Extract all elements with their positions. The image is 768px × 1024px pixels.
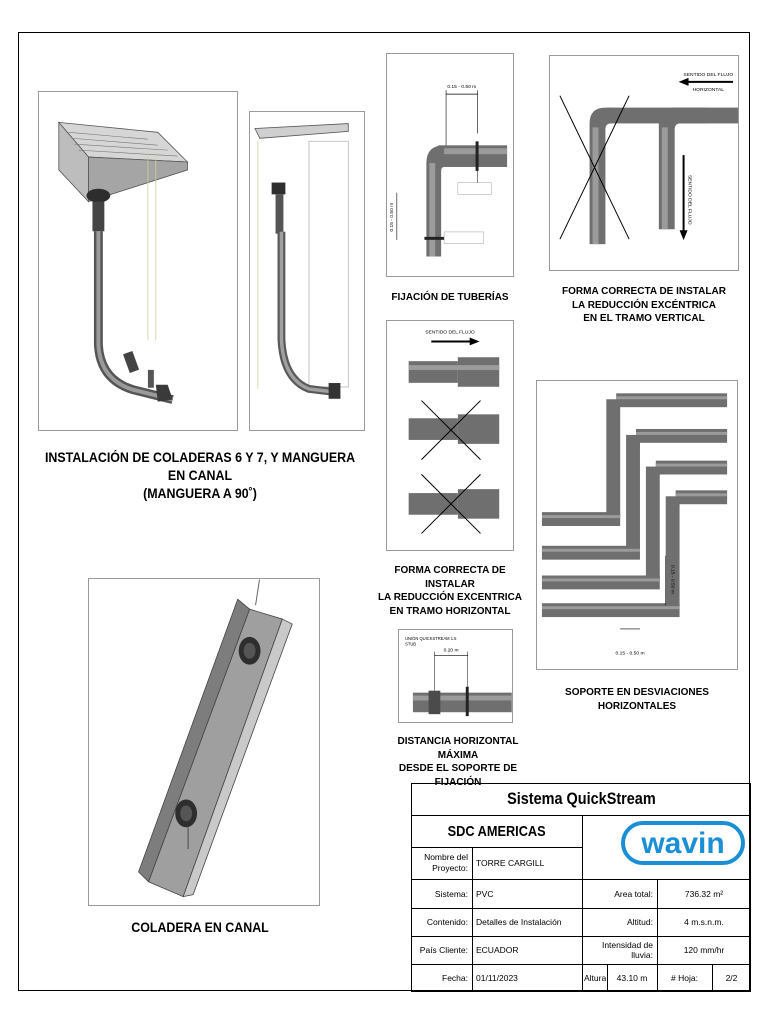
drawing-sheet-border <box>18 32 750 991</box>
sistema-value: PVC <box>476 888 494 899</box>
caption-soporte-desviaciones: SOPORTE EN DESVIACIONES HORIZONTALES <box>565 687 709 712</box>
area-label: Area total: <box>614 888 653 899</box>
project-label: Nombre del Proyecto: <box>424 852 468 873</box>
distancia-dim: 0.20 m <box>444 648 459 654</box>
altitud-value: 4 m.s.n.m. <box>684 917 724 927</box>
pais-value: ECUADOR <box>476 945 519 955</box>
title-block-divider <box>411 815 751 816</box>
wavin-logo-text: wavin <box>640 827 724 860</box>
lluvia-value: 120 mm/hr <box>683 945 725 955</box>
fecha-label: Fecha: <box>442 973 468 983</box>
wavin-logo: wavin <box>621 821 745 865</box>
altura-value: 43.10 m <box>616 973 648 983</box>
label-sentido-flujo: SENTIDO DEL FLUJO <box>425 330 475 336</box>
fecha-value: 01/11/2023 <box>476 973 518 983</box>
desviacion-dim-bottom: 0.15 - 0.50 m <box>616 651 645 657</box>
svg-text:STUB: STUB <box>405 642 416 647</box>
label-sentido-flujo-vertical: SENTIDO DEL FLUJO <box>687 175 693 225</box>
caption-fijacion-tuberias: FIJACIÓN DE TUBERÍAS <box>391 292 509 303</box>
drawing-coladera-manguera-iso <box>38 91 238 431</box>
drawing-distancia-horizontal: UNIÓN QUICKSTREAM 1.5 STUB 0.20 m <box>398 629 513 723</box>
contenido-value: Detalles de Instalación <box>476 917 562 927</box>
drawing-coladera-canal <box>88 578 320 906</box>
pais-label: País Cliente: <box>419 945 468 955</box>
drawing-reduccion-horizontal: SENTIDO DEL FLUJO <box>386 320 514 551</box>
fijacion-dim-top: 0.15 - 0.50 m <box>447 84 476 90</box>
label-sentido-flujo-horizontal: SENTIDO DEL FLUJO <box>683 72 733 78</box>
altitud-label: Altitud: <box>627 917 653 927</box>
system-title: Sistema QuickStream <box>506 789 656 808</box>
caption-reduccion-horizontal: FORMA CORRECTA DE INSTALAR LA REDUCCIÓN … <box>377 565 523 617</box>
caption-instalacion-coladeras: INSTALACIÓN DE COLADERAS 6 Y 7, Y MANGUE… <box>44 450 356 502</box>
drawing-fijacion-tuberias: 0.15 - 0.50 m 0.15 - 0.50 m <box>386 53 514 277</box>
altura-label: Altura: <box>584 973 609 983</box>
project-value: TORRE CARGILL <box>476 858 545 868</box>
label-union-quickstream: UNIÓN QUICKSTREAM 1.5 <box>405 636 457 641</box>
area-value: 736.32 m² <box>684 888 724 899</box>
fijacion-dim-side: 0.15 - 0.50 m <box>389 203 395 232</box>
contenido-label: Contenido: <box>426 917 468 927</box>
lluvia-label: Intensidad de lluvia: <box>601 940 653 960</box>
drawing-reduccion-vertical: SENTIDO DEL FLUJO HORIZONTAL SENTIDO DEL… <box>549 55 739 271</box>
sistema-label: Sistema: <box>434 888 468 899</box>
desviacion-dim-side: 0.15 - 0.50 m <box>670 565 676 594</box>
svg-text:HORIZONTAL: HORIZONTAL <box>693 87 725 93</box>
caption-coladera-canal: COLADERA EN CANAL <box>131 920 269 935</box>
caption-distancia-horizontal: DISTANCIA HORIZONTAL MÁXIMA DESDE EL SOP… <box>397 736 519 788</box>
hoja-label: # Hoja: <box>671 973 698 983</box>
company-name: SDC AMERICAS <box>447 822 546 840</box>
drawing-soporte-desviaciones: 0.15 - 0.50 m 0.15 - 0.50 m <box>536 380 738 670</box>
hoja-value: 2/2 <box>725 973 738 983</box>
title-block <box>411 783 751 992</box>
drawing-coladera-manguera-lateral <box>249 111 365 431</box>
caption-reduccion-vertical: FORMA CORRECTA DE INSTALAR LA REDUCCIÓN … <box>562 286 726 324</box>
